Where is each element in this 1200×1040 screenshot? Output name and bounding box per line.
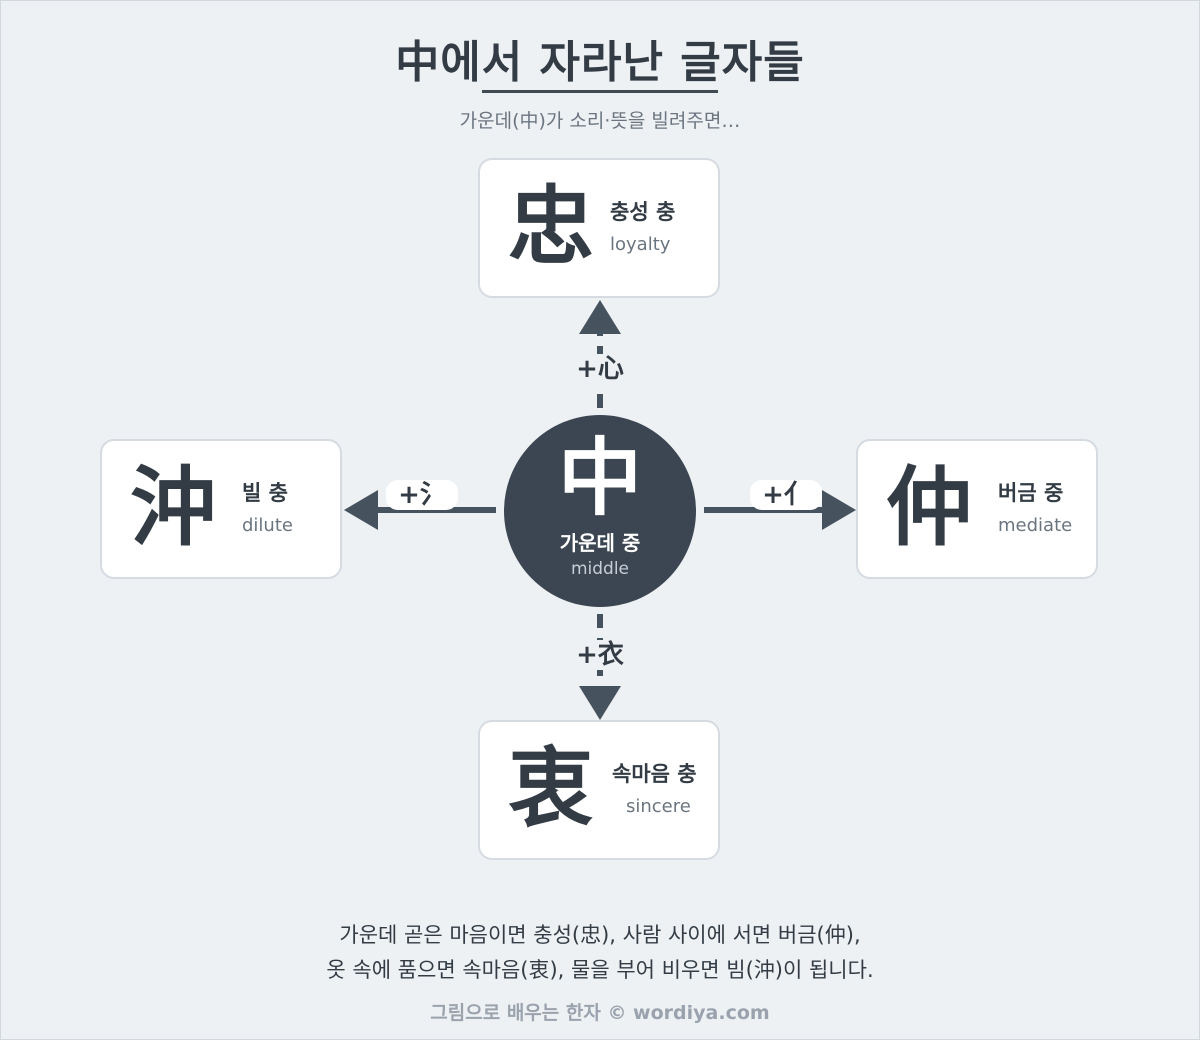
card-left-english: dilute [242, 515, 293, 536]
caption: 가운데 곧은 마음이면 충성(忠), 사람 사이에 서면 버금(仲), 옷 속에… [0, 918, 1200, 988]
center-english: middle [570, 559, 630, 579]
card-bottom-hanja: 衷 [508, 738, 594, 839]
card-left: 沖 빌 충 dilute [100, 439, 342, 579]
card-right-hanja: 仲 [886, 457, 972, 558]
card-bottom: 衷 속마음 충 sincere [478, 720, 720, 860]
card-top: 忠 충성 충 loyalty [478, 158, 720, 298]
arrowhead-bottom [579, 686, 621, 720]
card-right: 仲 버금 중 mediate [856, 439, 1098, 579]
center-korean: 가운데 중 [559, 531, 641, 555]
operator-left-label: +氵 [386, 480, 458, 510]
operator-right-label: +亻 [750, 480, 822, 510]
credit-text: 그림으로 배우는 한자 © wordiya.com [430, 1002, 770, 1024]
operator-bottom: +衣 [560, 634, 640, 671]
operator-bottom-label: +衣 [572, 640, 628, 670]
page-subtitle: 가운데(中)가 소리·뜻을 빌려주면… [459, 110, 741, 132]
arrowhead-top [579, 300, 621, 334]
card-top-korean: 충성 충 [610, 200, 676, 224]
card-top-hanja: 忠 [508, 176, 594, 277]
card-left-korean: 빌 충 [242, 481, 288, 505]
card-right-english: mediate [998, 515, 1073, 536]
card-right-korean: 버금 중 [998, 481, 1064, 505]
caption-line-2: 옷 속에 품으면 속마음(衷), 물을 부어 비우면 빔(沖)이 됩니다. [326, 958, 874, 982]
operator-top: +心 [560, 348, 640, 385]
card-left-hanja: 沖 [130, 457, 216, 558]
center-node: 中 가운데 중 middle [504, 415, 696, 607]
title-underline [482, 90, 718, 93]
card-bottom-korean: 속마음 충 [612, 762, 697, 786]
arrowhead-right [822, 490, 856, 530]
card-top-english: loyalty [610, 234, 671, 255]
card-bottom-english: sincere [626, 796, 691, 817]
arrowhead-left [344, 490, 378, 530]
operator-right: +亻 [748, 474, 824, 511]
operator-left: +氵 [384, 474, 460, 511]
page-title: 中에서 자라난 글자들 [395, 37, 805, 88]
operator-top-label: +心 [572, 354, 628, 384]
center-hanja: 中 [557, 428, 642, 527]
caption-line-1: 가운데 곧은 마음이면 충성(忠), 사람 사이에 서면 버금(仲), [339, 923, 861, 947]
